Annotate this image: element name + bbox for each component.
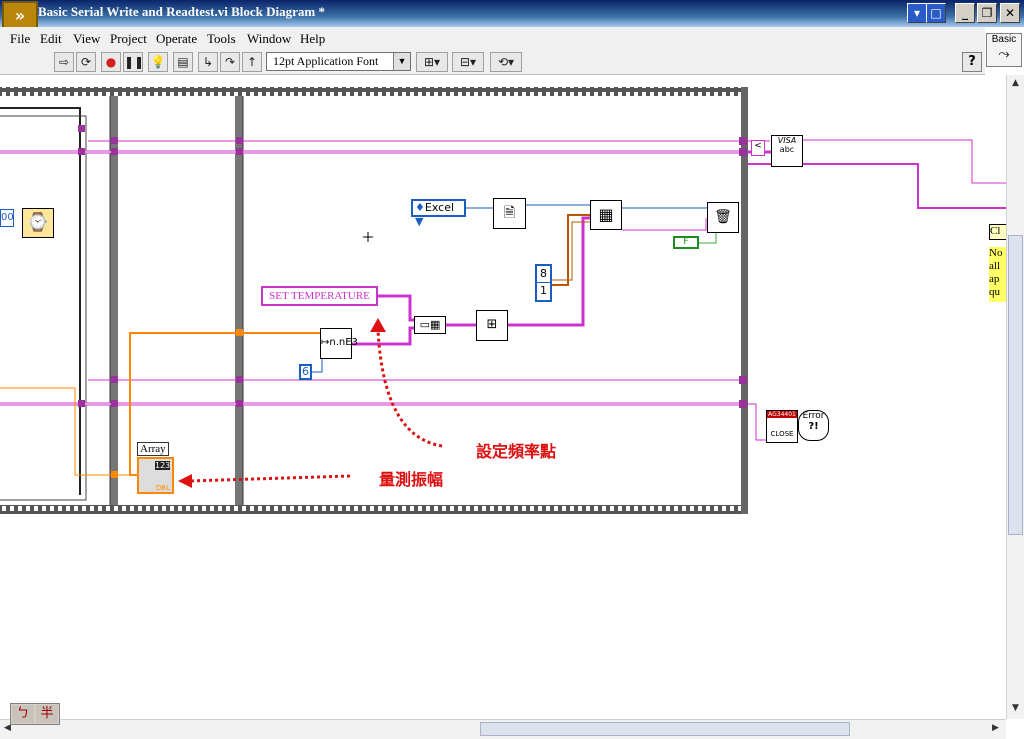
horizontal-scroll-thumb[interactable] xyxy=(480,722,850,736)
array-indicator-label: Array xyxy=(137,442,169,456)
wait-ms-icon[interactable]: ⌚ xyxy=(22,208,54,238)
annotation-measure-amplitude: 量測振幅 xyxy=(379,470,444,489)
comment-line-3: ap xyxy=(989,273,1000,285)
visa-read-icon[interactable]: VISA abc xyxy=(771,135,803,167)
simple-error-handler-icon[interactable]: Error ?! xyxy=(798,410,829,441)
align-objects-icon[interactable]: ⊞▾ xyxy=(416,52,448,72)
toolbar: ⇨ ⟳ ● ❚❚ 💡 ▤ ↳ ↷ ↑ 12pt Application Font… xyxy=(0,49,985,75)
menu-bar: File Edit View Project Operate Tools Win… xyxy=(0,27,985,49)
scroll-left-icon[interactable]: ◀ xyxy=(4,723,11,733)
run-continuously-icon[interactable]: ⟳ xyxy=(76,52,96,72)
ring-label: Excel xyxy=(424,201,455,214)
help-icon[interactable]: ? xyxy=(962,52,982,72)
step-out-icon[interactable]: ↑ xyxy=(242,52,262,72)
inner-structure-frame[interactable] xyxy=(0,107,87,501)
step-into-icon[interactable]: ↳ xyxy=(198,52,218,72)
string-wires xyxy=(0,139,1006,441)
maximize-icon[interactable]: ❐ xyxy=(977,3,997,23)
numeric-tunnels xyxy=(111,329,243,478)
reorder-icon[interactable]: ⟲▾ xyxy=(490,52,522,72)
wiring-tool-icon: ⤳ xyxy=(998,45,1010,61)
numeric-wires xyxy=(0,214,592,476)
ime-toolbar[interactable]: ㄅ半 xyxy=(10,703,60,725)
build-array-icon[interactable]: ▭▦ xyxy=(414,316,446,334)
font-select[interactable]: 12pt Application Font ▼ xyxy=(266,52,411,71)
instrument-model: AG34401 xyxy=(767,411,797,418)
comment-line-4: qu xyxy=(989,286,1000,298)
array-constant-8-1[interactable]: 8 1 xyxy=(535,264,552,302)
array-indicator[interactable]: 123 DBL xyxy=(137,457,174,494)
horizontal-scrollbar[interactable]: ◀ ▶ xyxy=(0,719,1006,739)
vertical-scrollbar[interactable]: ▲ ▼ xyxy=(1006,75,1024,719)
boolean-wires xyxy=(698,230,717,244)
abort-icon[interactable]: ● xyxy=(101,52,121,72)
comment-line-2: all xyxy=(989,260,1000,272)
numeric-constant-left[interactable]: 00 xyxy=(0,209,14,227)
error-label: Error xyxy=(802,411,825,421)
flat-sequence-structure[interactable] xyxy=(0,87,748,514)
run-arrow-icon[interactable]: ⇨ xyxy=(54,52,74,72)
format-into-string-icon[interactable]: ↦n.nE3 xyxy=(320,328,358,359)
menu-operate[interactable]: Operate xyxy=(156,31,198,46)
menu-window[interactable]: Window xyxy=(247,31,292,46)
font-select-value: 12pt Application Font xyxy=(273,54,379,68)
numeric-constant-6[interactable]: 6 xyxy=(299,364,312,380)
arrowheads xyxy=(178,318,386,488)
palette-label: Basic xyxy=(991,34,1017,45)
ime-half-width-icon[interactable]: 半 xyxy=(36,705,58,723)
visa-label: VISA xyxy=(777,136,797,145)
annotation-set-frequency: 設定頻率點 xyxy=(476,442,557,461)
scroll-up-icon[interactable]: ▲ xyxy=(1012,78,1019,88)
dispose-report-icon[interactable]: 🗑 xyxy=(707,202,739,233)
scroll-down-icon[interactable]: ▼ xyxy=(1012,703,1019,713)
array-dtype: DBL xyxy=(155,484,170,492)
comment-line-1: No xyxy=(989,247,1003,259)
new-report-icon[interactable]: 🗎 xyxy=(493,198,526,229)
error-mark: ?! xyxy=(808,421,819,432)
window-list-icon[interactable]: ▾ xyxy=(907,3,927,23)
ime-bopomofo-icon[interactable]: ㄅ xyxy=(12,705,34,723)
array-index-type: 123 xyxy=(155,461,171,470)
tunnels xyxy=(78,125,747,408)
restore-icon[interactable]: □ xyxy=(926,3,946,23)
pause-icon[interactable]: ❚❚ xyxy=(123,52,144,72)
menu-view[interactable]: View xyxy=(73,31,101,46)
chevron-down-icon: ▼ xyxy=(393,53,410,70)
close-icon[interactable]: ✕ xyxy=(1000,3,1020,23)
menu-tools[interactable]: Tools xyxy=(207,31,236,46)
annotation-arrows xyxy=(189,329,443,483)
labview-vi-icon[interactable]: » xyxy=(2,1,38,31)
transpose-array-icon[interactable]: ⊞ xyxy=(476,310,508,341)
ring-arrows-icon: ♦ xyxy=(415,201,425,214)
set-temperature-string-constant[interactable]: SET TEMPERATURE xyxy=(261,286,378,306)
shift-register-icon[interactable]: < xyxy=(751,140,765,156)
close-label: CLOSE xyxy=(770,430,794,438)
palette-button[interactable]: Basic ⤳ xyxy=(986,33,1022,67)
visa-sub-label: abc xyxy=(779,145,795,154)
instrument-close-icon[interactable]: AG34401 CLOSE xyxy=(766,410,798,443)
retain-wire-values-icon[interactable]: ▤ xyxy=(173,52,193,72)
minimize-icon[interactable]: _ xyxy=(955,3,975,23)
false-constant[interactable]: F xyxy=(673,236,699,249)
block-diagram-canvas[interactable] xyxy=(0,75,1006,720)
excel-ring-constant[interactable]: ♦Excel ▼ xyxy=(411,199,466,228)
menu-project[interactable]: Project xyxy=(110,31,147,46)
free-label-comment: No all ap qu xyxy=(989,247,1006,302)
ring-dropdown-icon: ▼ xyxy=(415,215,424,228)
title-bar: » Basic Serial Write and Readtest.vi Blo… xyxy=(0,0,1024,31)
array-element-bottom: 1 xyxy=(540,284,547,297)
menu-edit[interactable]: Edit xyxy=(40,31,62,46)
distribute-objects-icon[interactable]: ⊟▾ xyxy=(452,52,484,72)
menu-help[interactable]: Help xyxy=(300,31,326,46)
scroll-right-icon[interactable]: ▶ xyxy=(992,723,999,733)
menu-file[interactable]: File xyxy=(10,31,31,46)
append-table-icon[interactable]: ▦ xyxy=(590,200,622,230)
window-title: Basic Serial Write and Readtest.vi Block… xyxy=(38,4,325,19)
step-over-icon[interactable]: ↷ xyxy=(220,52,240,72)
crosshair-cursor-icon xyxy=(363,232,373,242)
highlight-execution-icon[interactable]: 💡 xyxy=(148,52,168,72)
vertical-scroll-thumb[interactable] xyxy=(1008,235,1023,535)
array-element-top: 8 xyxy=(537,266,550,283)
